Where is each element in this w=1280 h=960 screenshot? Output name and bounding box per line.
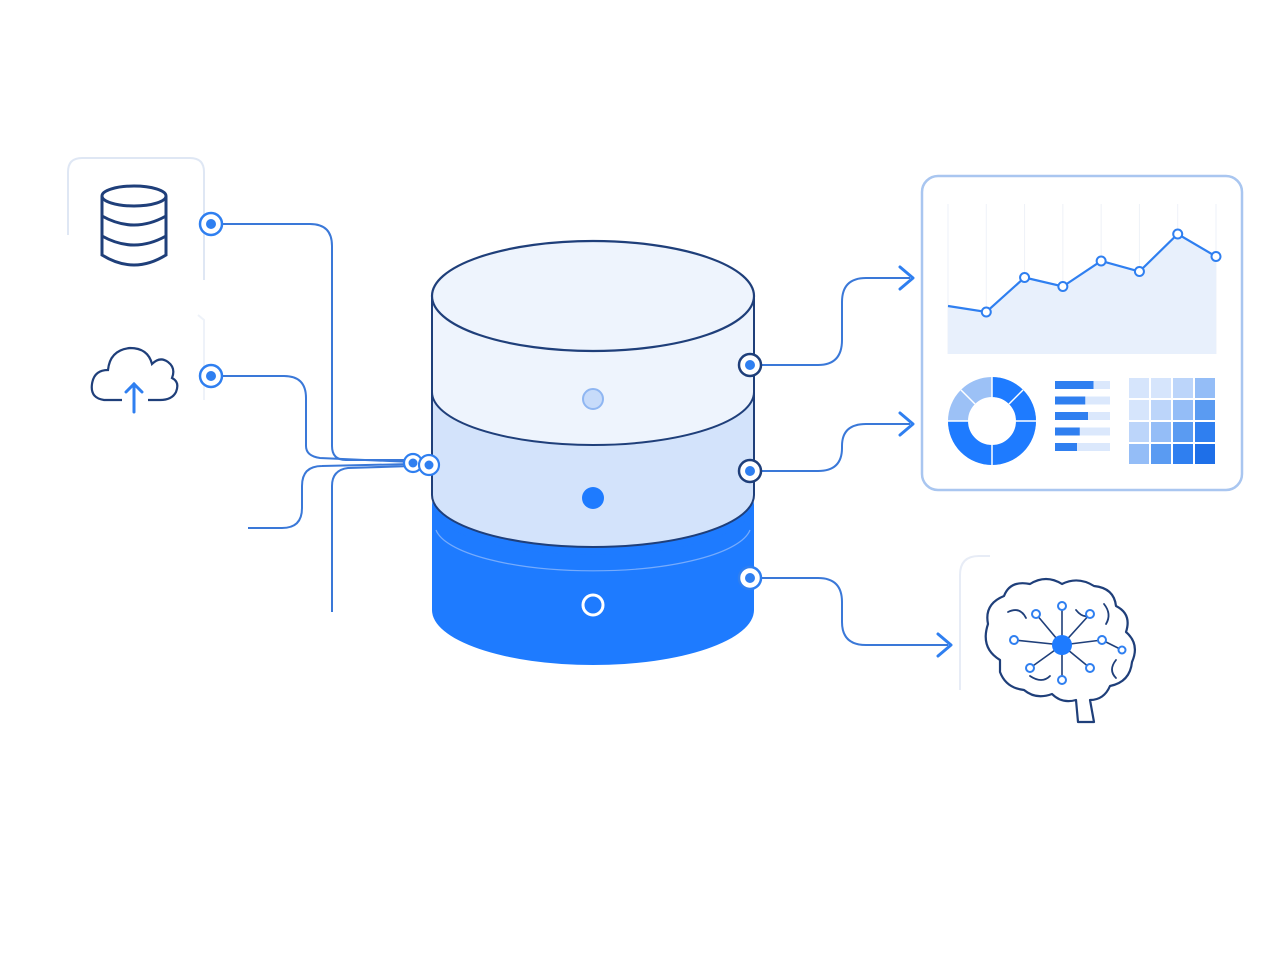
layer-indicator	[581, 593, 605, 617]
cloud-upload-icon	[90, 346, 179, 402]
heatmap-cell	[1151, 444, 1171, 464]
donut-dividers	[948, 377, 1036, 465]
brain-network-icon	[984, 577, 1137, 724]
connector-source-3	[248, 463, 413, 529]
output-ports	[737, 352, 763, 591]
source-ports	[198, 211, 224, 389]
bar-fill	[1055, 381, 1094, 389]
layer-indicator	[582, 388, 604, 410]
port-dot	[745, 360, 755, 370]
bar-fill	[1055, 443, 1077, 451]
heatmap-cell	[1195, 400, 1215, 420]
bar-fill	[1055, 427, 1080, 436]
port-dot	[206, 219, 216, 229]
donut-chart	[948, 377, 1036, 465]
input-ports	[402, 452, 441, 477]
source-database-card	[67, 157, 205, 280]
arrow-icon	[898, 411, 915, 437]
heatmap-cell	[1173, 422, 1193, 442]
layer-indicator	[582, 487, 604, 509]
series-points	[980, 228, 1222, 318]
data-point	[1019, 272, 1031, 283]
card-border	[959, 555, 990, 690]
connector-analytics-1	[762, 277, 910, 366]
bar-fill	[1055, 396, 1086, 405]
heatmap-cell	[1129, 400, 1149, 420]
store-lid	[430, 239, 756, 353]
heatmap-cell	[1173, 378, 1193, 398]
heatmap-cell	[1173, 400, 1193, 420]
card-border	[67, 157, 205, 280]
port-dot	[745, 573, 755, 583]
data-point	[1057, 281, 1069, 292]
chart-area-fill	[948, 234, 1216, 354]
connector-source-4	[331, 465, 413, 612]
heatmap-cell	[1129, 378, 1149, 398]
connector-database	[222, 223, 412, 461]
arrow-icon	[898, 265, 915, 291]
bar-fill	[1055, 412, 1088, 420]
data-point	[1172, 228, 1184, 240]
bar-list	[1055, 381, 1110, 451]
port-dot	[745, 466, 755, 476]
heatmap-cell	[1195, 444, 1215, 464]
heatmap-cell	[1151, 400, 1171, 420]
heatmap-cell	[1195, 422, 1215, 442]
data-point	[980, 306, 992, 318]
heatmap-cell	[1195, 378, 1215, 398]
dashboard-icon	[920, 174, 1244, 492]
connector-cloud	[222, 375, 413, 463]
network-hub	[1052, 635, 1072, 655]
database-icon	[100, 184, 168, 267]
network-nodes	[1009, 601, 1127, 685]
output-connectors	[762, 277, 948, 646]
line-chart	[947, 204, 1222, 354]
brain-folds	[1007, 603, 1117, 681]
data-warehouse-icon	[402, 239, 756, 665]
arrow-icon	[936, 632, 953, 658]
upload-arrow-icon	[124, 381, 144, 414]
bar-track	[1055, 443, 1110, 451]
data-point	[1210, 251, 1222, 262]
data-point	[1095, 255, 1107, 267]
connector-ai	[762, 577, 948, 646]
ai-card	[959, 555, 1137, 724]
series-line	[947, 232, 1217, 314]
card-border	[197, 314, 205, 400]
store-layer-top	[430, 239, 756, 446]
data-point	[1133, 266, 1145, 277]
heatmap-cell	[1151, 378, 1171, 398]
port-dot	[206, 371, 216, 381]
connector-analytics-2	[762, 423, 910, 472]
arrow-heads	[898, 265, 953, 658]
source-connectors	[222, 223, 413, 612]
brain-outline	[984, 577, 1137, 724]
heatmap-cell	[1173, 444, 1193, 464]
heatmap	[1129, 378, 1215, 464]
source-cloud-card	[90, 314, 205, 414]
bar-track	[1055, 427, 1110, 436]
heatmap-cell	[1129, 444, 1149, 464]
heatmap-cell	[1151, 422, 1171, 442]
heatmap-cell	[1129, 422, 1149, 442]
